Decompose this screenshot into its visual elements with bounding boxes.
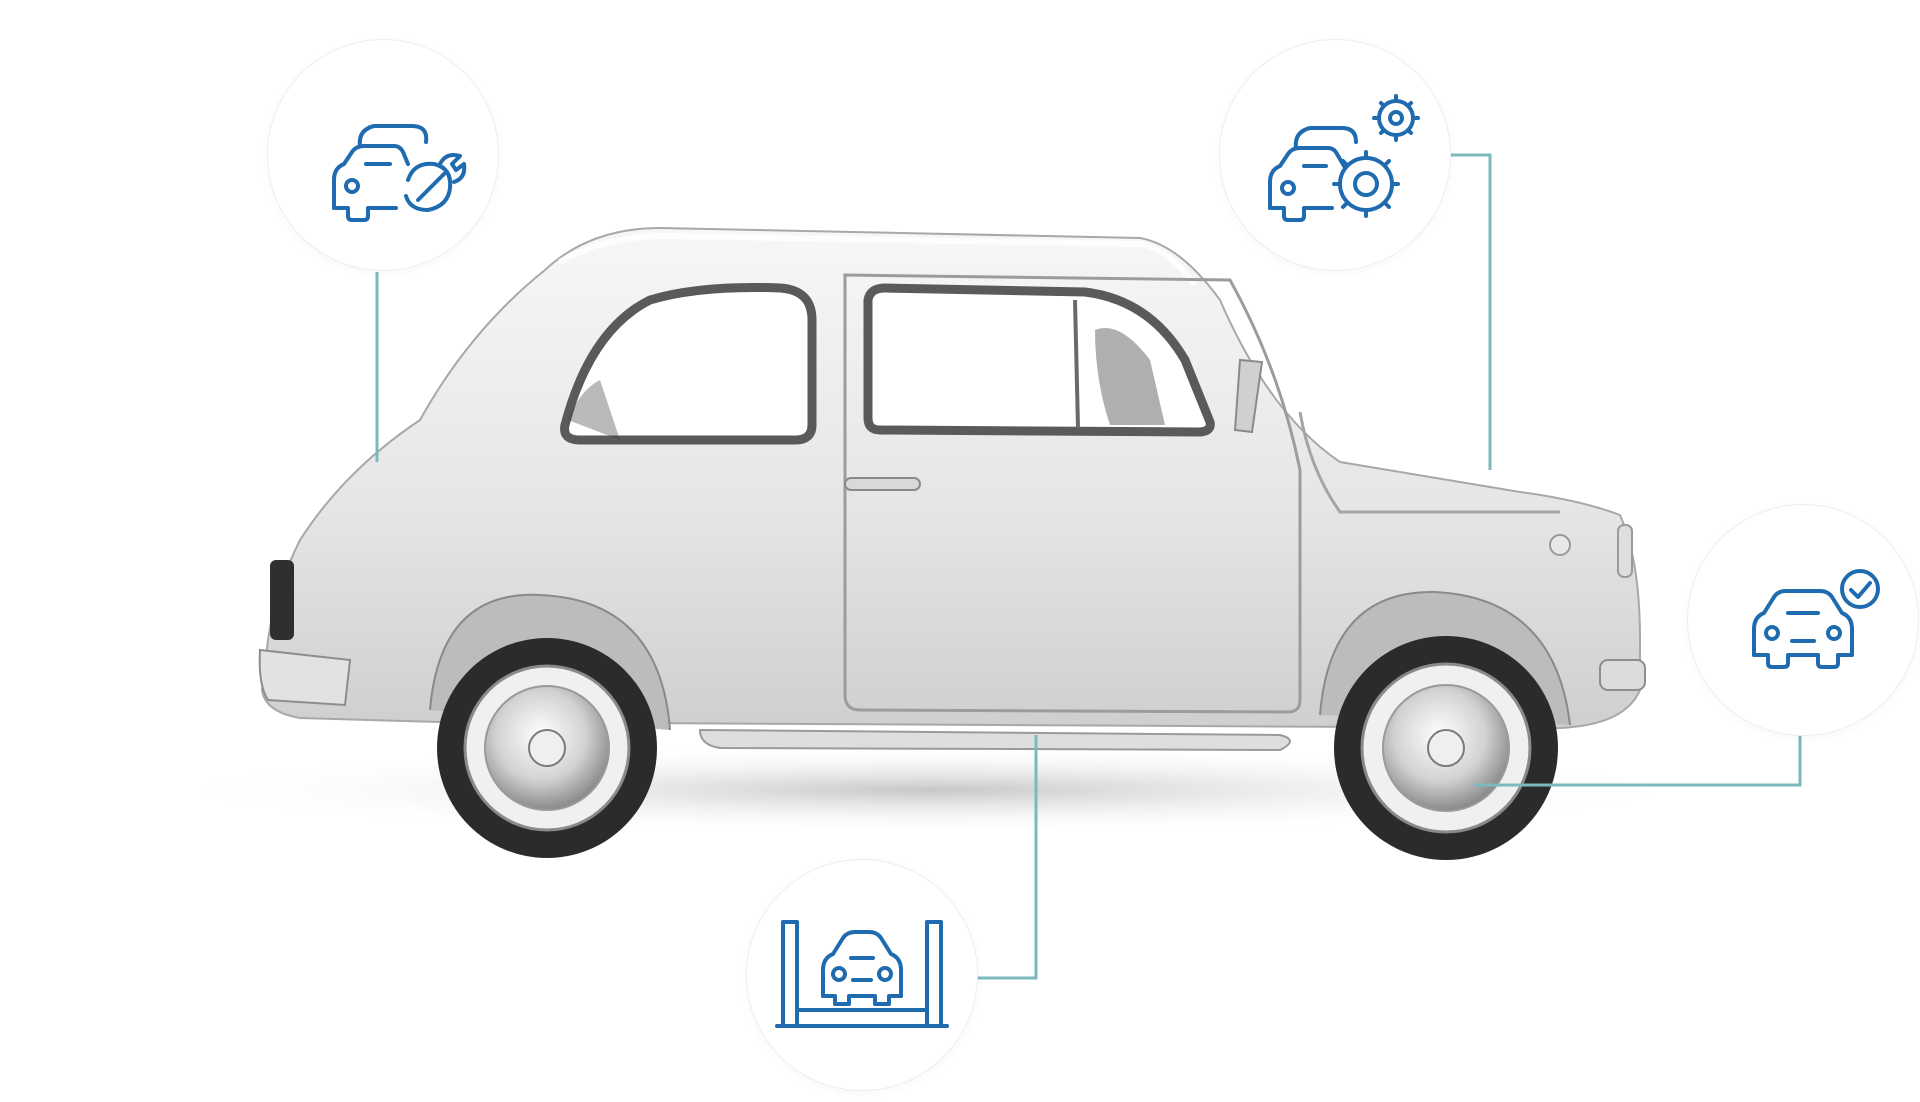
car-checkmark-icon [1752,569,1880,669]
hotspot-inspection[interactable] [1688,505,1918,735]
hotspot-lift-service[interactable] [747,860,977,1090]
car-gears-icon [1268,94,1420,222]
rear-wheel [437,638,657,858]
connector-lift-service [975,735,1038,980]
hotspot-maintenance[interactable] [1220,40,1450,270]
hotspot-repair[interactable] [268,40,498,270]
connector-maintenance [1448,153,1492,470]
car-wrench-icon [332,124,467,222]
front-wheel [1334,636,1558,860]
connector-inspection [1474,735,1802,787]
car-lift-icon [775,920,949,1028]
